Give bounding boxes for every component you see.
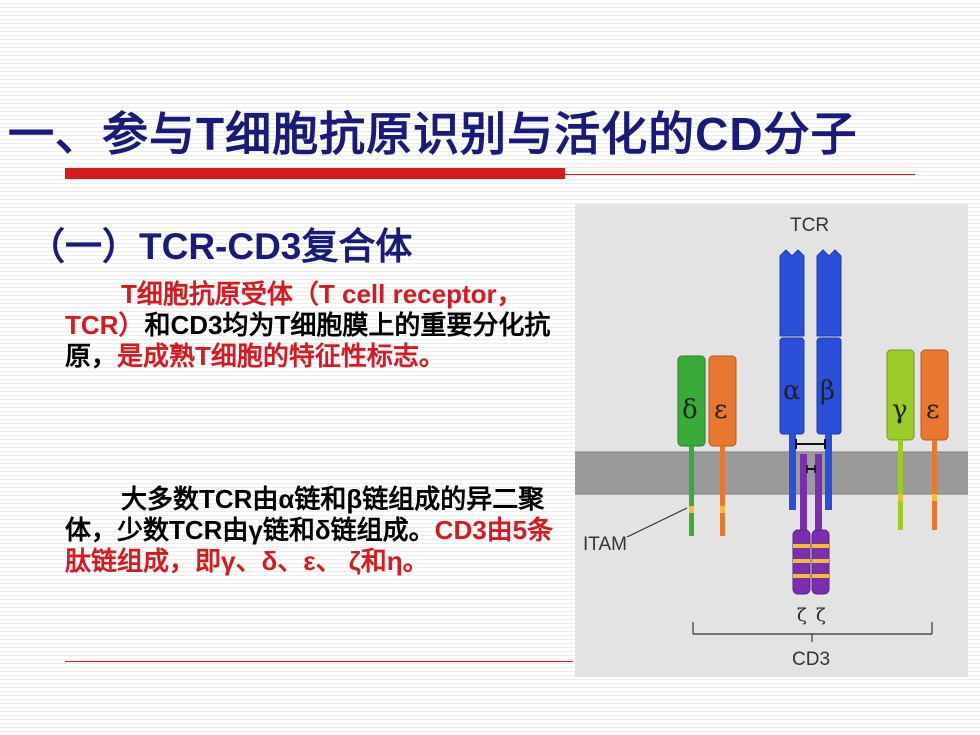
beta-stalk [825, 434, 832, 510]
delta-stalk [689, 446, 694, 536]
epsilon-right-stalk [932, 440, 937, 530]
cd3-label: CD3 [792, 649, 830, 670]
epsilon-left-stalk [720, 446, 725, 536]
tcr-chain-description: 大多数TCR由α链和β链组成的异二聚体，少数TCR由γ链和δ链组成。 [65, 484, 545, 545]
zeta-itam [793, 574, 810, 578]
tcr-alpha-chain: α [779, 249, 805, 510]
cd3-bracket [692, 622, 933, 642]
zeta-left-stalk [800, 454, 807, 532]
cd3-chain-description: CD3由5条肽链组成，即γ、δ、ε、 ζ和η。 [65, 515, 554, 576]
title-underline-thick [65, 168, 565, 179]
tcr-beta-chain: β [816, 249, 842, 510]
cell-membrane [575, 452, 968, 494]
tcr-marker-statement: 是成熟T细胞的特征性标志。 [117, 341, 445, 371]
paragraph-tcr-chains: 大多数TCR由α链和β链组成的异二聚体，少数TCR由γ链和δ链组成。CD3由5条… [65, 484, 565, 577]
tcr-full-name: T细胞抗原受体（T cell receptor，TCR） [65, 279, 523, 340]
beta-label: β [820, 376, 835, 406]
zeta-itam [812, 559, 829, 563]
tcr-cd3-description: 和CD3均为T细胞膜上的重要分化抗原， [65, 310, 551, 371]
zeta-itam [793, 544, 810, 548]
alpha-label: α [783, 376, 801, 406]
zeta-itam [812, 544, 829, 548]
itam-label: ITAM [583, 534, 627, 555]
zeta-left-label: ζ [797, 605, 807, 626]
cd3-epsilon-chain-left: ε [708, 355, 737, 536]
epsilon-right-label: ε [926, 395, 939, 425]
tcr-label: TCR [790, 215, 829, 236]
zeta-right-stalk [815, 454, 822, 532]
slide-title: 一、参与T细胞抗原识别与活化的CD分子 [8, 108, 858, 160]
itam-pointer [626, 507, 688, 538]
tcr-cd3-diagram: TCR α β [575, 204, 968, 677]
alpha-stalk [789, 434, 796, 510]
cd3-epsilon-chain-right: ε [920, 349, 949, 530]
gamma-stalk [898, 440, 903, 530]
alpha-top-domain [779, 249, 805, 337]
epsilon-right-itam [932, 494, 937, 501]
bottom-divider [65, 661, 573, 662]
zeta-itam [793, 559, 810, 563]
delta-label: δ [682, 395, 698, 425]
epsilon-left-label: ε [714, 395, 727, 425]
beta-top-domain [816, 249, 842, 337]
gamma-itam [898, 494, 903, 501]
delta-itam [689, 506, 694, 513]
cd3-delta-chain: δ [677, 355, 706, 536]
section-subtitle: （一）TCR-CD3复合体 [28, 226, 413, 267]
epsilon-left-itam [720, 506, 725, 513]
tcr-cd3-svg: TCR α β [575, 215, 968, 670]
zeta-right-label: ζ [816, 605, 826, 626]
zeta-zeta-dimer: ζ ζ [792, 454, 830, 626]
title-underline-thin [565, 174, 915, 175]
zeta-itam [812, 574, 829, 578]
paragraph-tcr-definition: T细胞抗原受体（T cell receptor，TCR）和CD3均为T细胞膜上的… [65, 279, 565, 372]
cd3-gamma-chain: γ [886, 349, 915, 530]
gamma-label: γ [892, 395, 908, 425]
